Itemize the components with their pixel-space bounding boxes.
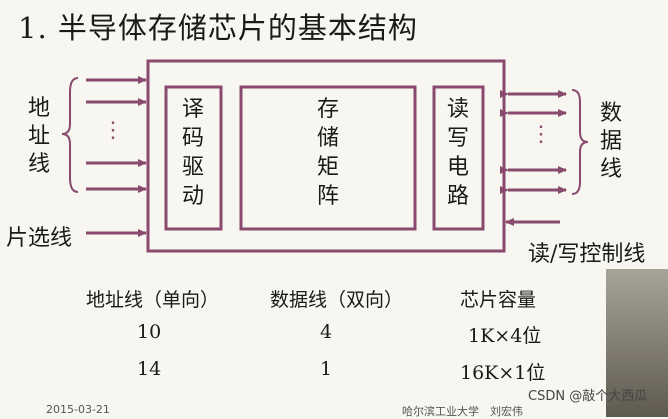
footer-date: 2015-03-21 xyxy=(46,403,110,416)
address-brace xyxy=(61,77,79,193)
presenter-video-thumbnail xyxy=(606,269,668,417)
address-ellipsis: ⋮ xyxy=(102,118,124,143)
csdn-watermark: CSDN @敲个大西瓜 xyxy=(528,389,648,404)
matrix-block xyxy=(239,85,417,231)
rw-circuit-block xyxy=(432,85,485,231)
table-cell: 16K×1位 xyxy=(460,362,546,384)
data-lines-label: 数 据 线 xyxy=(599,101,622,182)
data-ellipsis: ⋮ xyxy=(530,122,552,147)
rw-circuit-label: 读 写 电 路 xyxy=(446,97,469,209)
rw-control-label: 读/写控制线 xyxy=(528,242,646,267)
footer-author: 刘宏伟 xyxy=(490,405,523,418)
chip-outline xyxy=(146,59,506,253)
decoder-block xyxy=(164,85,223,231)
matrix-label: 存 储 矩 阵 xyxy=(316,97,339,209)
table-cell: 10 xyxy=(137,321,162,343)
table-cell: 1K×4位 xyxy=(468,325,542,347)
footer-institution: 哈尔滨工业大学 xyxy=(402,405,479,418)
table-cell: 4 xyxy=(320,321,333,343)
table-cell: 1 xyxy=(320,358,333,380)
data-brace xyxy=(571,89,589,195)
table-header-capacity: 芯片容量 xyxy=(460,289,537,311)
address-lines-label: 地 址 线 xyxy=(27,96,50,177)
page-title: 1. 半导体存储芯片的基本结构 xyxy=(18,11,418,45)
chip-select-label: 片选线 xyxy=(6,226,73,251)
decoder-label: 译 码 驱 动 xyxy=(181,97,204,209)
table-header-data: 数据线（双向） xyxy=(270,289,404,311)
table-header-address: 地址线（单向） xyxy=(86,289,220,311)
table-cell: 14 xyxy=(137,358,162,380)
